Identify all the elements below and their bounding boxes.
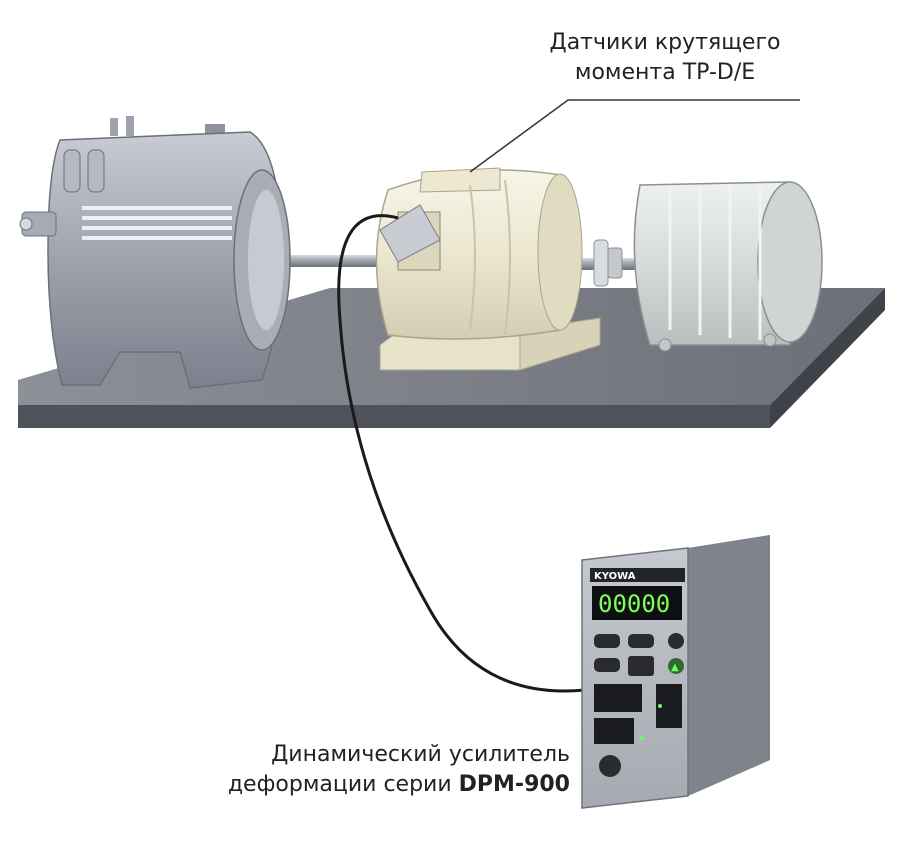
- up-arrow-icon: ▲: [671, 662, 679, 673]
- sensor-label-line1: Датчики крутящего: [549, 30, 781, 55]
- torque-sensor: [375, 167, 601, 371]
- sensor-leader-line: [469, 99, 800, 173]
- function-key-1[interactable]: [594, 634, 620, 648]
- brand-text: KYOWA: [594, 571, 636, 582]
- dpm-900-amplifier: KYOWA 00000 ▲: [581, 535, 770, 809]
- indicator-window-1: [594, 684, 642, 712]
- digital-display: [592, 586, 682, 620]
- indicator-window-3: [594, 718, 634, 744]
- load-motor: [633, 181, 823, 352]
- sensor-label-line2: момента TP-D/E: [574, 60, 756, 85]
- coupling: [593, 239, 623, 287]
- status-led: [658, 704, 662, 708]
- adjust-knob[interactable]: [599, 755, 621, 777]
- amp-label-prefix: деформации серии: [227, 772, 459, 797]
- signal-cable: [337, 214, 586, 693]
- function-key-5[interactable]: [628, 656, 654, 676]
- function-key-2[interactable]: [628, 634, 654, 648]
- drive-shaft: [270, 255, 390, 267]
- function-key-3[interactable]: [668, 633, 684, 649]
- up-arrow-button[interactable]: [668, 658, 684, 674]
- status-led-2: [640, 736, 644, 740]
- brand-strip: [590, 568, 685, 582]
- amp-label-line2: деформации серии DPM-900: [150, 770, 570, 800]
- amp-model-name: DPM-900: [458, 772, 570, 797]
- amplifier-label: Динамический усилитель деформации серии …: [150, 740, 570, 800]
- function-key-4[interactable]: [594, 658, 620, 672]
- amp-label-line1: Динамический усилитель: [271, 742, 570, 767]
- display-readout: 00000: [598, 590, 670, 618]
- drive-motor: [19, 116, 291, 389]
- torque-sensor-label: Датчики крутящего момента TP-D/E: [520, 28, 810, 88]
